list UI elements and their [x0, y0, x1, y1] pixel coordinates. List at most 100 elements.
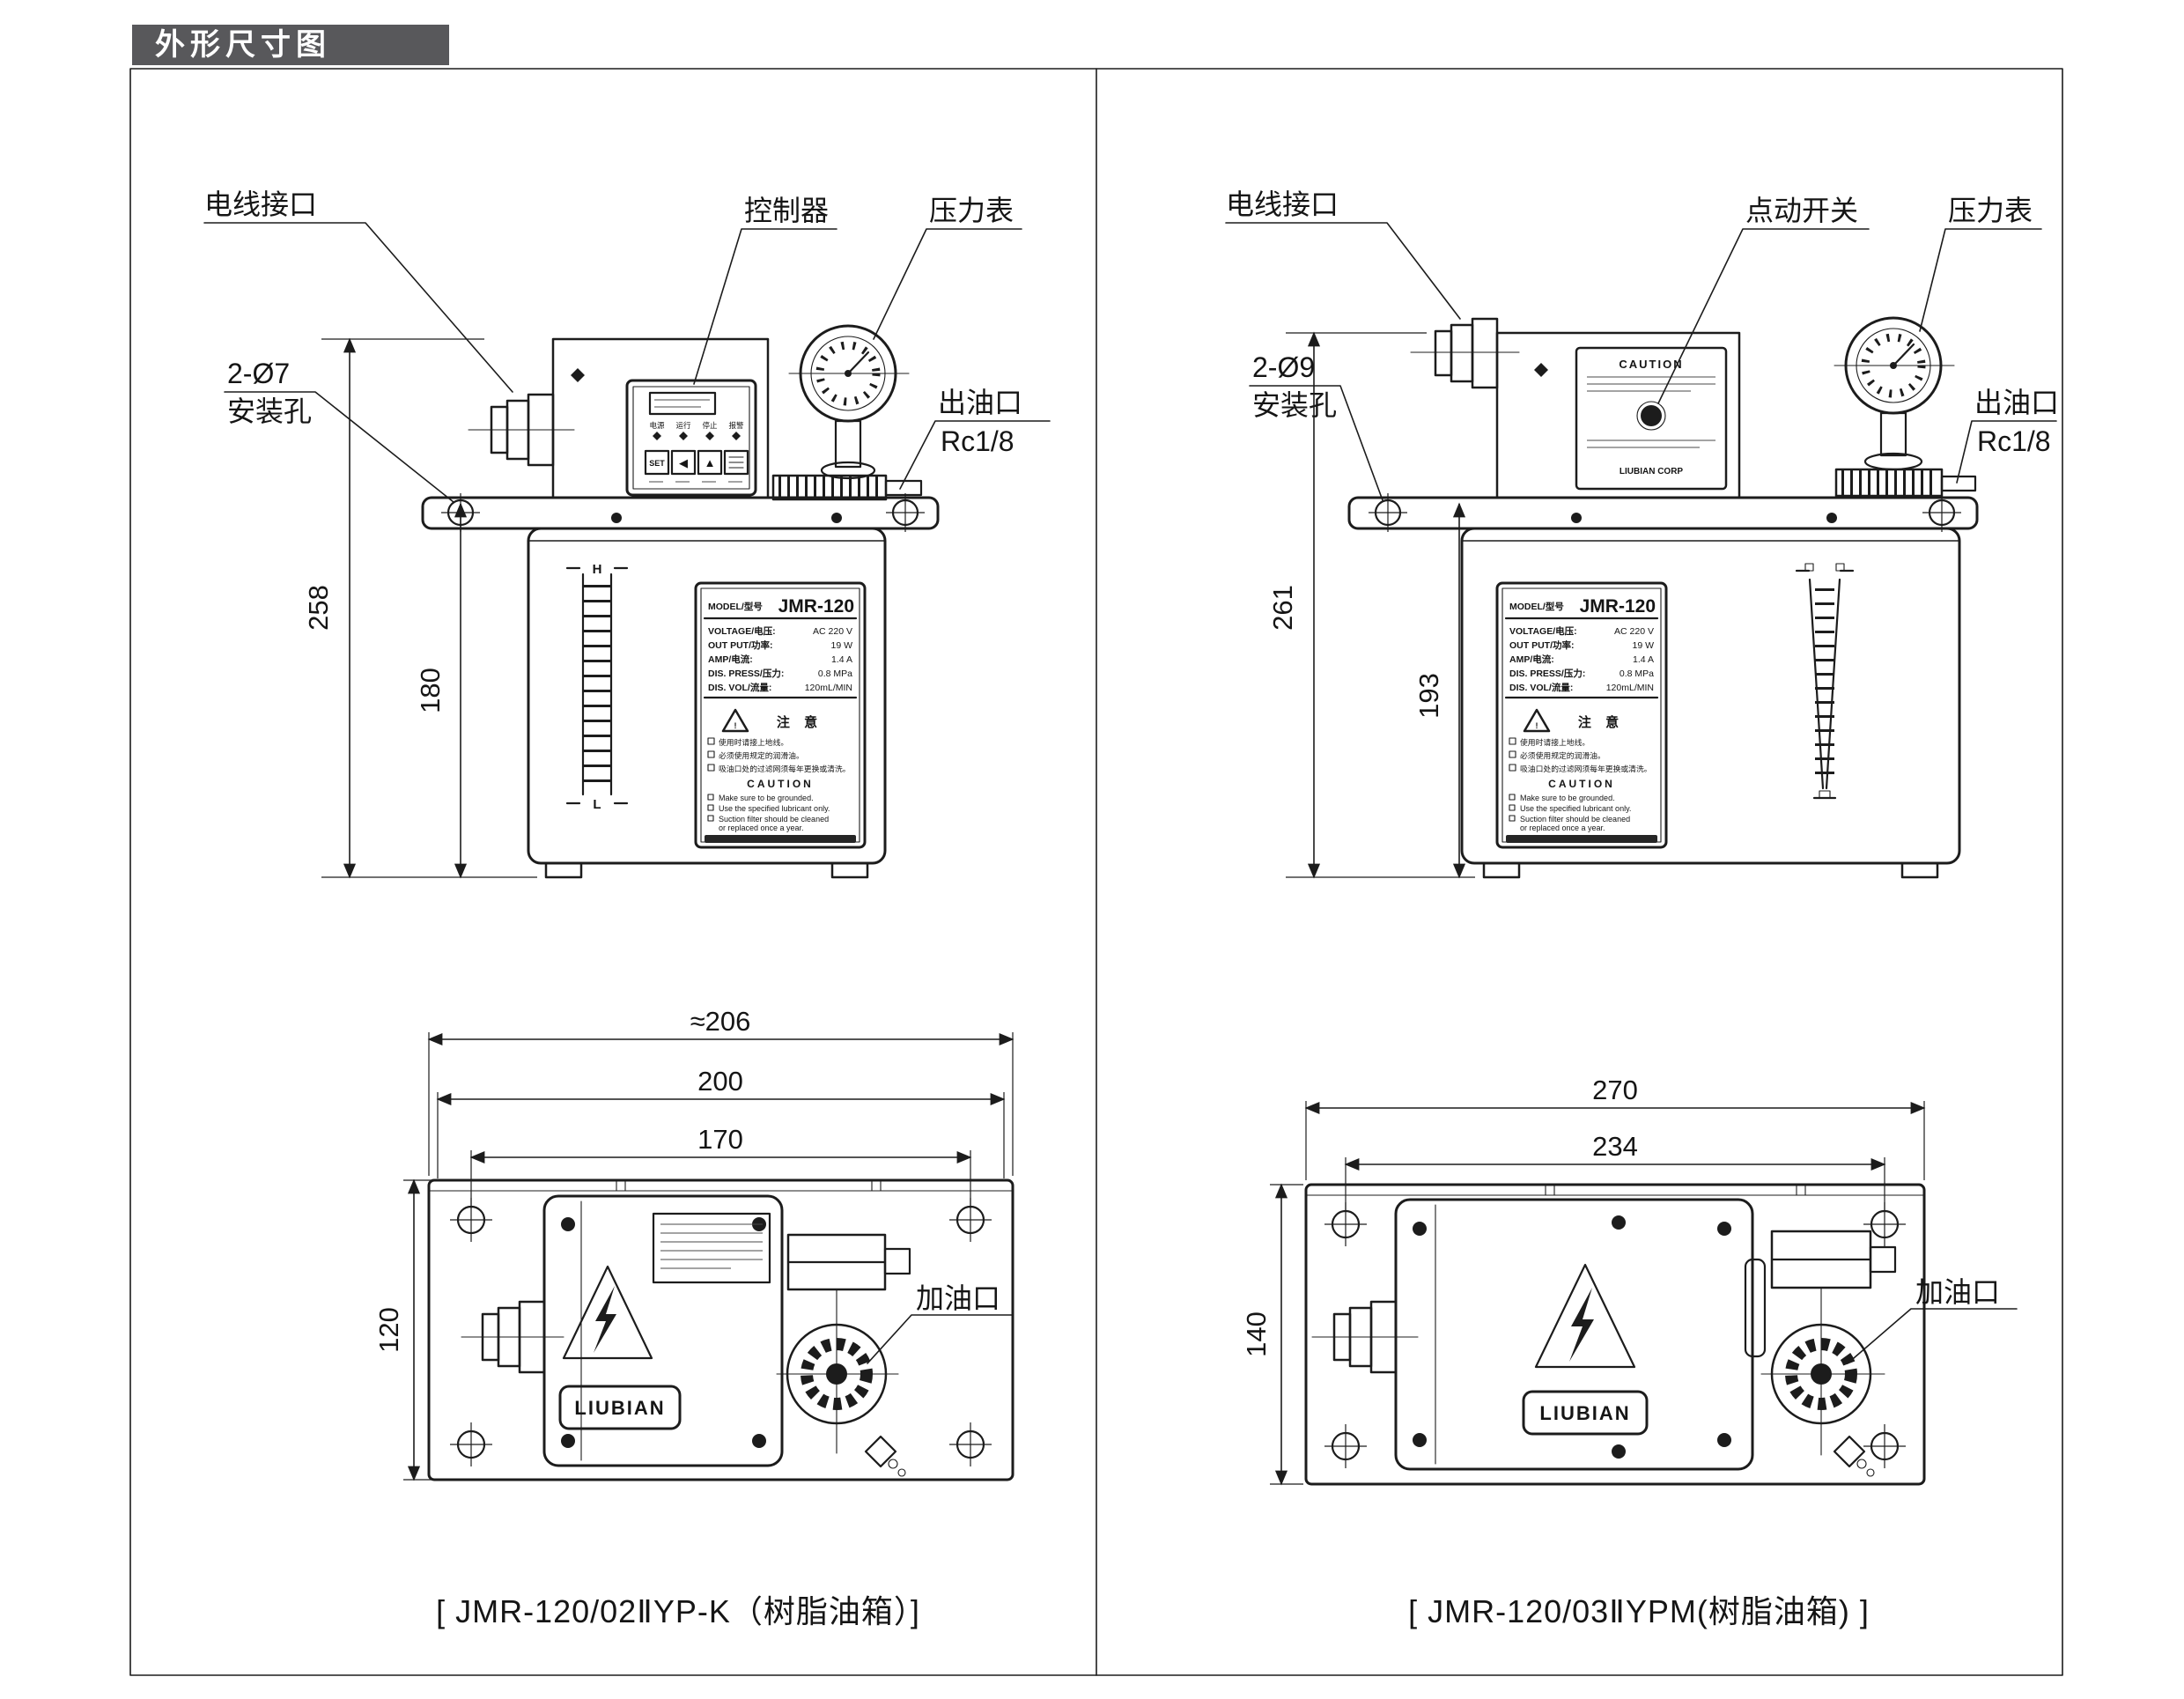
indicator-lamp-icon — [705, 432, 714, 440]
panel-left-top-view: ≈206 200 170 120 — [373, 1006, 1015, 1481]
nameplate-en-line: Suction filter should be cleaned — [1520, 815, 1630, 824]
nameplate-cn-line: 必须使用规定的润滑油。 — [1520, 750, 1605, 760]
leader-line — [693, 228, 837, 385]
dim-text-tank-height: 180 — [415, 668, 446, 713]
nameplate-company-band — [1506, 835, 1657, 843]
nameplate-company-band — [705, 835, 856, 843]
nameplate-cn-warn-title: 注 意 — [1578, 714, 1624, 730]
mounting-hole — [949, 1198, 992, 1242]
page-title: 外形尺寸图 — [155, 28, 331, 62]
callout-jog-switch: 点动开关 — [1745, 195, 1858, 226]
nameplate-row-value: AC 220 V — [813, 626, 852, 637]
mounting-hole — [450, 1422, 492, 1466]
side-bracket — [1744, 1258, 1767, 1358]
dimensions-left-top: ≈206 200 170 120 — [373, 1006, 1015, 1481]
foot — [830, 861, 869, 879]
leader-line — [873, 228, 1022, 340]
set-button-label: SET — [649, 459, 665, 468]
oil-level-sight-glass — [1795, 563, 1855, 800]
jog-button — [1641, 405, 1662, 426]
caption-left-model: [ JMR-120/02ⅡYP-K（树脂油箱）] — [436, 1593, 920, 1629]
cable-gland-top — [461, 1300, 564, 1374]
top-plate — [1304, 1183, 1926, 1486]
nameplate-en-warn-title: CAUTION — [1548, 778, 1615, 790]
leader-line — [899, 420, 1051, 490]
jog-box-brand: LIUBIAN CORP — [1620, 467, 1684, 476]
cable-gland-top — [1311, 1300, 1419, 1374]
dim-text-depth: 120 — [373, 1307, 404, 1353]
controller-display — [648, 391, 717, 416]
nameplate-row-label: DIS. VOL/流量: — [708, 682, 771, 693]
leader-line — [1919, 228, 2042, 332]
panel-right-front-view: CAUTION LIUBIAN CORP — [1225, 188, 2059, 879]
nameplate-cn-line: 必须使用规定的润滑油。 — [719, 750, 804, 760]
dim-text-hole-span: 234 — [1592, 1131, 1638, 1162]
warning-triangle-icon — [1523, 708, 1551, 733]
warning-exclamation: ! — [734, 721, 737, 730]
nameplate-en-line: or replaced once a year. — [1520, 824, 1605, 832]
indicator-lamp-icon — [679, 432, 688, 440]
leader-line — [1956, 420, 2057, 484]
dimensions-right-top: 270 234 140 — [1241, 1075, 1926, 1486]
controller-status-label: 停止 — [702, 421, 718, 430]
dimensions-right-front: 261 193 — [1267, 331, 1475, 879]
nameplate-en-line: Make sure to be grounded. — [719, 794, 814, 802]
sight-glass-low-mark: L — [593, 797, 601, 812]
nameplate: MODEL/型号 JMR-120 VOLTAGE/电压: AC 220 V OU… — [1495, 581, 1668, 849]
callout-pressure-gauge: 压力表 — [1948, 195, 2033, 226]
high-voltage-warning-icon — [562, 1265, 653, 1360]
nameplate-cn-line: 使用时请接上地线。 — [1520, 737, 1590, 747]
dim-text-plate-width: 200 — [697, 1066, 743, 1097]
dimensions-left-front: 258 180 — [303, 337, 537, 879]
foot — [544, 861, 583, 879]
jog-switch-box: CAUTION LIUBIAN CORP — [1575, 346, 1728, 491]
up-arrow-icon: ▲ — [705, 456, 716, 469]
nameplate-row-label: OUT PUT/功率: — [1509, 639, 1575, 651]
oil-f​ill-cap — [1760, 1287, 1885, 1456]
dim-text-depth: 140 — [1241, 1311, 1272, 1357]
controller-panel: 电源 运行 停止 报警 SET ◀ ▲ — [625, 379, 757, 497]
indicator-lamp-icon — [732, 432, 741, 440]
nameplate-row-value: 0.8 MPa — [818, 669, 852, 679]
left-arrow-icon: ◀ — [679, 456, 688, 469]
diamond-mark-icon — [571, 368, 585, 382]
nameplate-row-label: DIS. PRESS/压力: — [708, 668, 784, 679]
electrical-box-top: LIUBIAN — [542, 1194, 784, 1467]
set-button — [644, 449, 670, 476]
foot — [1482, 861, 1521, 879]
nameplate-en-line: Use the specified lubricant only. — [1520, 804, 1631, 813]
callouts-left-front: 电线接口 控制器 压力表 2-Ø7 安装孔 出油口 Rc1/8 — [203, 188, 1051, 503]
brand-logo-text: LIUBIAN — [1539, 1402, 1630, 1424]
leader-line — [1847, 1308, 2018, 1364]
nameplate-cn-line: 吸油口处的过滤网须每年更换或清洗。 — [1520, 764, 1652, 773]
nameplate-en-line: Make sure to be grounded. — [1520, 794, 1615, 802]
sheet-frame — [129, 68, 2063, 1676]
instruction-label — [652, 1212, 771, 1284]
nameplate-row-value: AC 220 V — [1614, 626, 1654, 637]
callout-fill-port-text: 加油口 — [916, 1282, 1000, 1314]
callout-pressure-gauge: 压力表 — [929, 195, 1014, 226]
nameplate-row-value: 120mL/MIN — [805, 683, 852, 693]
nameplate-model-value: JMR-120 — [1580, 596, 1656, 617]
oil-fill-cap — [776, 1289, 899, 1454]
nameplate-row-label: DIS. PRESS/压力: — [1509, 668, 1585, 679]
high-voltage-warning-icon — [1534, 1263, 1636, 1369]
controller-status-label: 电源 — [649, 421, 665, 430]
mounting-plate — [1347, 493, 1979, 532]
nameplate-model-label: MODEL/型号 — [708, 601, 763, 612]
pressure-gauge — [1834, 316, 1955, 471]
cable-gland — [1410, 317, 1520, 389]
nameplate-en-line: Use the specified lubricant only. — [719, 804, 830, 813]
electrical-box-top: LIUBIAN — [1394, 1198, 1767, 1471]
oil-reservoir — [527, 527, 887, 879]
mounting-hole — [1324, 1202, 1367, 1246]
callout-mounting-holes-spec: 2-Ø7 — [227, 358, 290, 389]
pressure-gauge — [788, 324, 910, 480]
callout-mounting-holes-text: 安装孔 — [1252, 389, 1337, 421]
dim-text-total-height: 258 — [303, 585, 334, 631]
brand-logo: LIUBIAN — [558, 1385, 682, 1430]
nameplate-row-label: OUT PUT/功率: — [708, 639, 773, 651]
callout-wire-port: 电线接口 — [204, 188, 317, 220]
leader-line — [224, 391, 454, 503]
